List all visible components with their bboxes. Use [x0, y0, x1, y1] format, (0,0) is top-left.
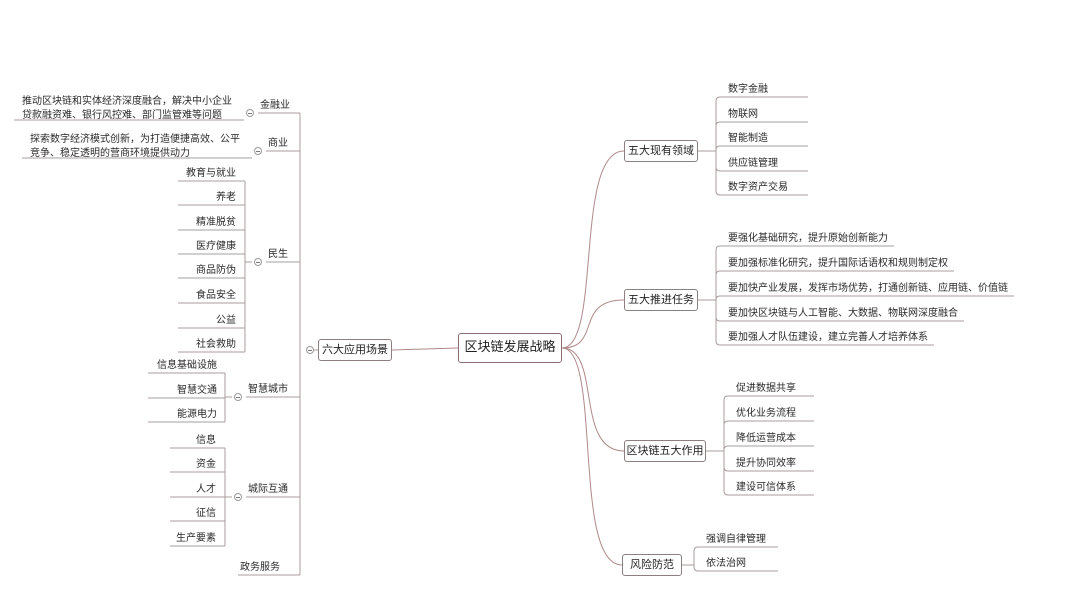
link-existing-fields-child-2	[715, 145, 721, 151]
link-functions-child-2	[723, 445, 729, 451]
functions-item: 促进数据共享	[736, 383, 796, 394]
link-existing-fields-child-0	[715, 96, 721, 151]
link-existing-fields-child-1	[715, 121, 721, 151]
collapse-toggle-scenarios[interactable]	[306, 346, 314, 354]
link-tasks-child-4	[715, 300, 721, 346]
risk-item: 强调自律管理	[706, 534, 766, 545]
link-risk-child-0	[693, 546, 699, 565]
group-livelihood: 民生	[268, 249, 288, 260]
branch-tasks[interactable]: 五大推进任务	[624, 289, 698, 311]
finance-description-line: 贷款融资难、银行风控难、部门监管难等问题	[22, 110, 222, 121]
group-intercity: 城际互通	[248, 484, 288, 495]
intercity-item: 资金	[196, 459, 216, 470]
link-root-tasks	[561, 299, 625, 349]
smart-city-item: 信息基础设施	[157, 360, 217, 371]
functions-item: 降低运营成本	[736, 433, 796, 444]
existing-fields-item: 物联网	[728, 109, 758, 120]
link-root-scenarios	[391, 347, 459, 351]
existing-fields-item: 数字金融	[728, 84, 768, 95]
link-risk-child-1	[693, 565, 699, 572]
link-existing-fields-child-3	[715, 151, 721, 172]
commerce-description-line: 竞争、稳定透明的营商环境提供动力	[30, 148, 190, 159]
tasks-item: 要强化基础研究，提升原始创新能力	[728, 233, 888, 244]
collapse-toggle-livelihood[interactable]	[254, 258, 262, 266]
group-government: 政务服务	[240, 562, 280, 573]
livelihood-item: 精准脱贫	[196, 217, 236, 228]
link-tasks-child-1	[715, 270, 721, 300]
smart-city-item: 智慧交通	[177, 385, 217, 396]
functions-item: 提升协同效率	[736, 458, 796, 469]
tasks-item: 要加强人才队伍建设，建立完善人才培养体系	[728, 332, 928, 343]
link-tasks-child-2	[715, 295, 721, 301]
livelihood-item: 养老	[216, 192, 236, 203]
risk-item: 依法治网	[706, 558, 746, 569]
link-tasks-child-3	[715, 300, 721, 322]
link-root-existing-fields	[561, 150, 625, 349]
smart-city-item: 能源电力	[177, 409, 217, 420]
functions-item: 优化业务流程	[736, 408, 796, 419]
tasks-item: 要加快产业发展，发挥市场优势，打通创新链、应用链、价值链	[728, 283, 1008, 294]
intercity-item: 信息	[196, 435, 216, 446]
link-functions-child-1	[723, 420, 729, 451]
existing-fields-item: 供应链管理	[728, 158, 778, 169]
branch-application-scenarios[interactable]: 六大应用场景	[318, 339, 392, 361]
collapse-toggle-commerce[interactable]	[254, 147, 262, 155]
root-node[interactable]: 区块链发展战略	[458, 333, 562, 363]
livelihood-item: 公益	[216, 315, 236, 326]
finance-description-line: 推动区块链和实体经济深度融合，解决中小企业	[22, 96, 232, 107]
intercity-item: 人才	[196, 484, 216, 495]
tasks-item: 要加强标准化研究，提升国际话语权和规则制定权	[728, 258, 948, 269]
commerce-description-line: 探索数字经济模式创新，为打造便捷高效、公平	[30, 134, 240, 145]
collapse-toggle-smart-city[interactable]	[234, 393, 242, 401]
link-root-risk	[561, 347, 623, 566]
branch-functions[interactable]: 区块链五大作用	[624, 440, 706, 462]
link-functions-child-4	[723, 451, 729, 496]
collapse-toggle-intercity[interactable]	[234, 493, 242, 501]
tasks-item: 要加快区块链与人工智能、大数据、物联网深度融合	[728, 308, 958, 319]
link-existing-fields-child-4	[715, 151, 721, 196]
livelihood-item: 商品防伪	[196, 265, 236, 276]
livelihood-item: 医疗健康	[196, 241, 236, 252]
link-functions-child-3	[723, 451, 729, 472]
link-root-functions	[561, 347, 625, 452]
link-functions-child-0	[723, 395, 729, 451]
livelihood-item: 社会救助	[196, 339, 236, 350]
branch-risk[interactable]: 风险防范	[622, 554, 682, 576]
intercity-item: 征信	[196, 508, 216, 519]
collapse-toggle-finance[interactable]	[246, 109, 254, 117]
existing-fields-item: 智能制造	[728, 133, 768, 144]
group-commerce: 商业	[268, 138, 288, 149]
branch-existing-fields[interactable]: 五大现有领域	[624, 140, 698, 162]
link-tasks-child-0	[715, 245, 721, 300]
intercity-item: 生产要素	[176, 533, 216, 544]
group-smart-city: 智慧城市	[248, 384, 288, 395]
livelihood-item: 教育与就业	[186, 168, 236, 179]
group-finance: 金融业	[260, 100, 290, 111]
livelihood-item: 食品安全	[196, 290, 236, 301]
functions-item: 建设可信体系	[736, 482, 796, 493]
existing-fields-item: 数字资产交易	[728, 182, 788, 193]
